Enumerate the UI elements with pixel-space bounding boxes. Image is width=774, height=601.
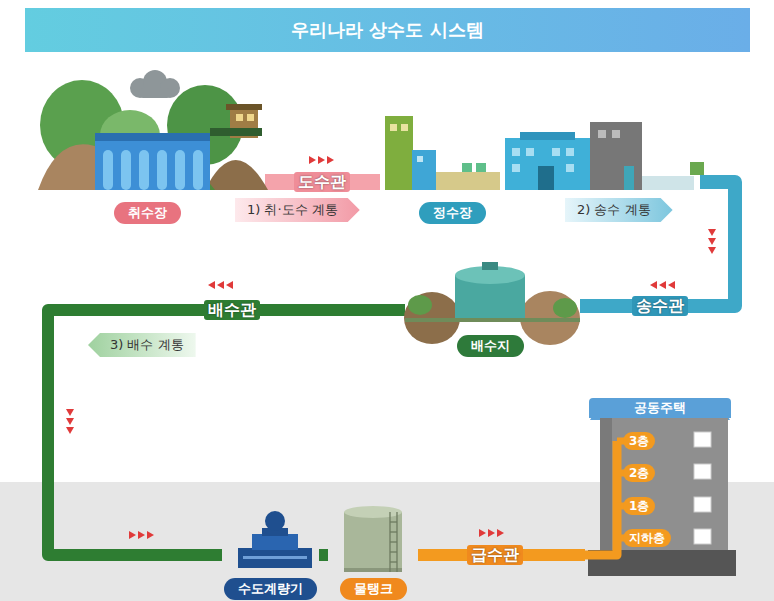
facility-label: 물탱크 (340, 578, 407, 600)
system-banner: 3) 배수 계통 (88, 333, 196, 357)
facility-label: 정수장 (419, 202, 486, 224)
plant-illustration (385, 116, 704, 190)
pipe-label: 도수관 (294, 172, 350, 192)
floor-text: 1층 (629, 499, 649, 513)
facility-label: 배수지 (457, 335, 524, 357)
meter-illustration (238, 511, 312, 568)
apartment-illustration (585, 398, 736, 576)
pipe-label: 배수관 (204, 300, 260, 320)
floor-text: 2층 (629, 466, 649, 480)
floor-text: 지하층 (629, 531, 665, 545)
intake-illustration (38, 70, 268, 190)
facility-node: 물탱크 (328, 500, 418, 601)
facility-node: 배수지 (405, 255, 580, 358)
floor-text: 3층 (629, 434, 649, 448)
water-pipe (319, 549, 328, 561)
facility-node: 취수장 (35, 62, 265, 225)
reservoir-illustration (404, 262, 580, 345)
title-bar: 우리나라 상수도 시스템 (25, 8, 750, 52)
facility-node: 수도계량기 (222, 508, 319, 601)
flow-chevrons (66, 156, 716, 539)
floor-label: 2층 (623, 464, 655, 482)
system-banner: 2) 송수 계통 (565, 198, 673, 222)
facility-label: 취수장 (114, 202, 181, 224)
tank-illustration (344, 506, 402, 572)
floor-label: 3층 (623, 432, 655, 450)
pipe-label: 송수관 (632, 296, 688, 316)
floor-label: 지하층 (623, 529, 671, 547)
building-header: 공동주택 (589, 398, 731, 418)
system-banner: 1) 취·도수 계통 (235, 198, 360, 222)
building-node: 공동주택 3층 2층 1층지하층 (585, 395, 735, 578)
floor-label: 1층 (623, 497, 655, 515)
facility-label: 수도계량기 (224, 578, 317, 600)
pipe-label: 급수관 (467, 545, 523, 565)
